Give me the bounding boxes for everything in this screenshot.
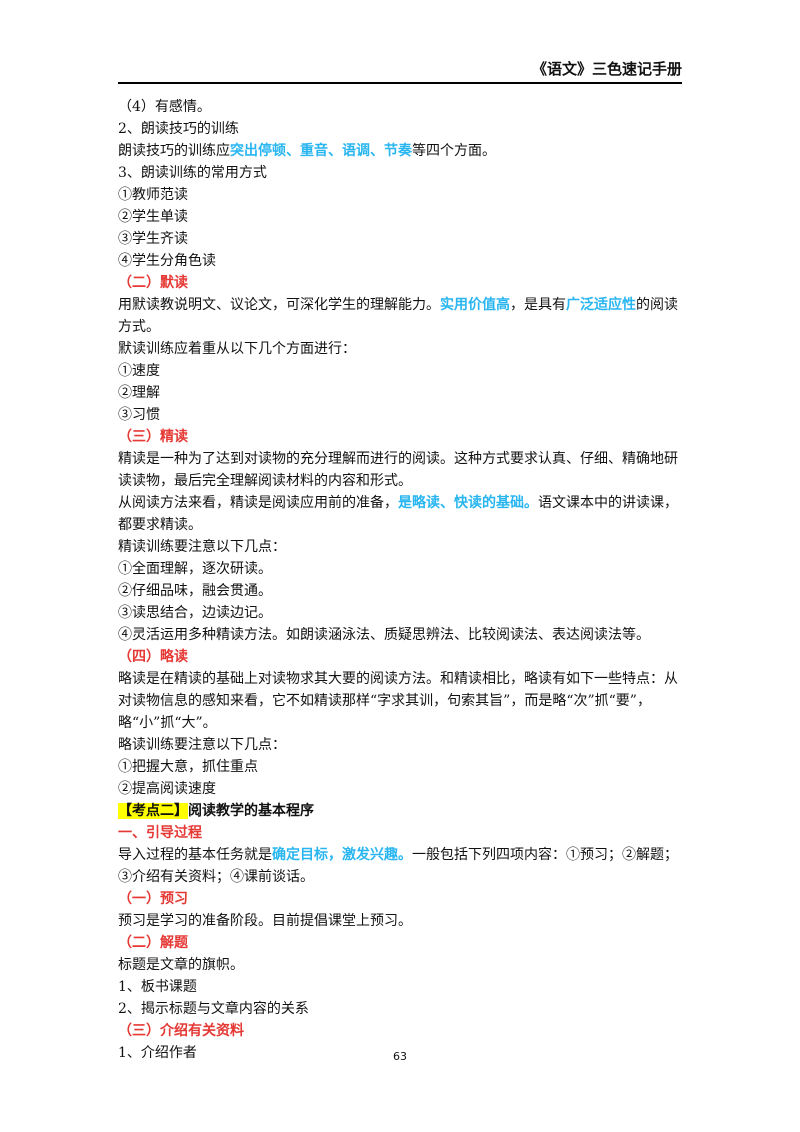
key-term: 广泛适应性 xyxy=(566,297,636,313)
section-heading: 一、引导过程 xyxy=(118,825,202,841)
paragraph: （4）有感情。 xyxy=(118,99,211,115)
paragraph: 导入过程的基本任务就是确定目标，激发兴趣。一般包括下列四项内容：①预习；②解题；… xyxy=(118,844,682,888)
key-term: 确定目标，激发兴趣。 xyxy=(272,847,412,863)
list-item: ②提高阅读速度 xyxy=(118,781,216,797)
paragraph: 标题是文章的旗帜。 xyxy=(118,957,244,973)
text-run: 一般包括下列四项内容：①预习；②解题；③介绍有关资料；④课前谈话。 xyxy=(118,847,678,885)
text-run: 朗读技巧的训练应 xyxy=(118,143,230,159)
page-number: 63 xyxy=(393,1050,407,1063)
list-item: ④灵活运用多种精读方法。如朗读涵泳法、质疑思辨法、比较阅读法、表达阅读法等。 xyxy=(118,627,650,643)
paragraph: 朗读技巧的训练应突出停顿、重音、语调、节奏等四个方面。 xyxy=(118,140,682,162)
key-term: 实用价值高 xyxy=(440,297,510,313)
text-run: 等四个方面。 xyxy=(412,143,496,159)
text-run: 导入过程的基本任务就是 xyxy=(118,847,272,863)
list-item: ③读思结合，边读边记。 xyxy=(118,605,272,621)
list-item: 1、板书课题 xyxy=(118,979,197,995)
section-heading: （二）解题 xyxy=(118,935,188,951)
header-divider xyxy=(118,82,682,84)
list-item: ①速度 xyxy=(118,363,160,379)
list-item: ④学生分角色读 xyxy=(118,253,216,269)
section-heading: （三）介绍有关资料 xyxy=(118,1023,244,1039)
exam-point-heading: 【考点二】阅读教学的基本程序 xyxy=(118,800,682,822)
list-item: ①把握大意，抓住重点 xyxy=(118,759,258,775)
text-run: ，是具有 xyxy=(510,297,566,313)
paragraph: 默读训练应着重从以下几个方面进行： xyxy=(118,341,356,357)
text-run: 阅读教学的基本程序 xyxy=(188,803,314,819)
subheading: 3、朗读训练的常用方式 xyxy=(118,165,267,181)
list-item: ①全面理解，逐次研读。 xyxy=(118,561,272,577)
list-item: 2、揭示标题与文章内容的关系 xyxy=(118,1001,309,1017)
text-run: 语文课本中的讲读课，都要求精读。 xyxy=(118,495,678,533)
subheading: 2、朗读技巧的训练 xyxy=(118,121,239,137)
key-term: 是略读、快读的基础。 xyxy=(398,495,538,511)
highlighted-tag: 【考点二】 xyxy=(118,803,188,819)
section-heading: （二）默读 xyxy=(118,275,188,291)
list-item: ①教师范读 xyxy=(118,187,188,203)
paragraph: 略读是在精读的基础上对读物求其大要的阅读方法。和精读相比，略读有如下一些特点：从… xyxy=(118,671,678,731)
paragraph: 用默读教说明文、议论文，可深化学生的理解能力。实用价值高，是具有广泛适应性的阅读… xyxy=(118,294,682,338)
section-heading: （一）预习 xyxy=(118,891,188,907)
list-item: 1、介绍作者 xyxy=(118,1045,197,1061)
page-body: （4）有感情。 2、朗读技巧的训练 朗读技巧的训练应突出停顿、重音、语调、节奏等… xyxy=(118,96,682,1064)
paragraph: 精读训练要注意以下几点： xyxy=(118,539,286,555)
paragraph: 从阅读方法来看，精读是阅读应用前的准备，是略读、快读的基础。语文课本中的讲读课，… xyxy=(118,492,682,536)
list-item: ②仔细品味，融会贯通。 xyxy=(118,583,272,599)
key-term: 突出停顿、重音、语调、节奏 xyxy=(230,143,412,159)
list-item: ②理解 xyxy=(118,385,160,401)
list-item: ②学生单读 xyxy=(118,209,188,225)
list-item: ③学生齐读 xyxy=(118,231,188,247)
paragraph: 预习是学习的准备阶段。目前提倡课堂上预习。 xyxy=(118,913,412,929)
section-heading: （三）精读 xyxy=(118,429,188,445)
section-heading: （四）略读 xyxy=(118,649,188,665)
text-run: 从阅读方法来看，精读是阅读应用前的准备， xyxy=(118,495,398,511)
list-item: ③习惯 xyxy=(118,407,160,423)
paragraph: 略读训练要注意以下几点： xyxy=(118,737,286,753)
paragraph: 精读是一种为了达到对读物的充分理解而进行的阅读。这种方式要求认真、仔细、精确地研… xyxy=(118,451,678,489)
text-run: 的阅读方式。 xyxy=(118,297,678,335)
text-run: 用默读教说明文、议论文，可深化学生的理解能力。 xyxy=(118,297,440,313)
running-header: 《语文》三色速记手册 xyxy=(531,60,682,78)
